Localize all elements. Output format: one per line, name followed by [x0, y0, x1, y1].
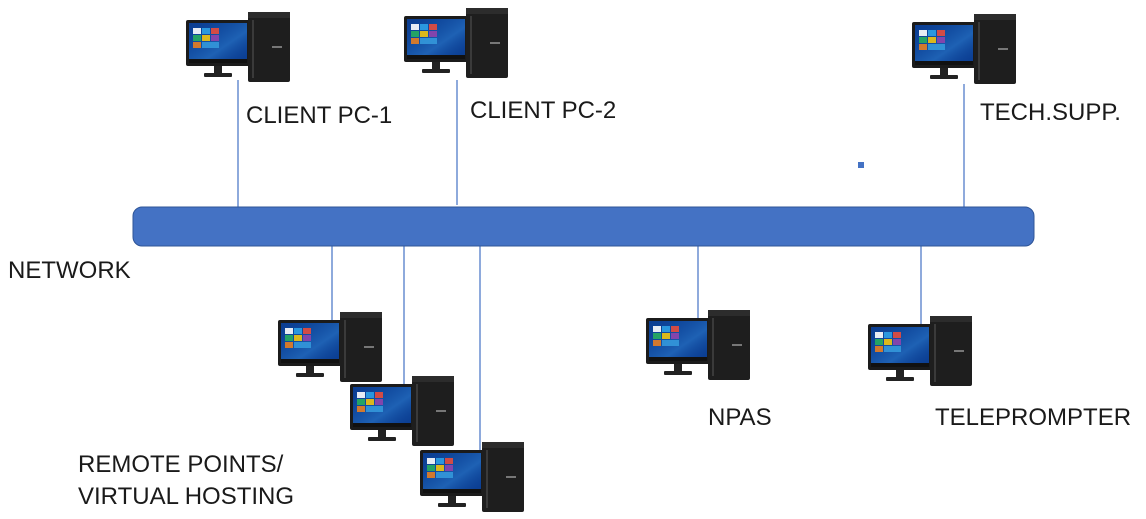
- desktop-computer-icon: [278, 312, 382, 382]
- teleprompter-label: TELEPROMPTER: [935, 404, 1132, 431]
- desktop-computer-icon: [186, 12, 290, 82]
- npas-label: NPAS: [708, 404, 772, 431]
- desktop-computer-icon: [646, 310, 750, 380]
- network-bus: [132, 206, 1035, 247]
- marker-dot: [858, 162, 864, 168]
- remote-points-label: REMOTE POINTS/ VIRTUAL HOSTING: [78, 449, 294, 513]
- desktop-computer-icon: [868, 316, 972, 386]
- network-label: NETWORK: [8, 257, 131, 284]
- tech-supp-label: TECH.SUPP.: [980, 99, 1121, 126]
- desktop-computer-icon: [350, 376, 454, 446]
- desktop-computer-icon: [420, 442, 524, 512]
- desktop-computer-icon: [404, 8, 508, 78]
- client-pc-2-label: CLIENT PC-2: [470, 97, 617, 124]
- desktop-computer-icon: [912, 14, 1016, 84]
- remote-points-label-line2: VIRTUAL HOSTING: [78, 483, 295, 510]
- client-pc-1-label: CLIENT PC-1: [246, 102, 393, 129]
- remote-points-label-line1: REMOTE POINTS/: [78, 451, 284, 478]
- connector-lines: [237, 80, 965, 452]
